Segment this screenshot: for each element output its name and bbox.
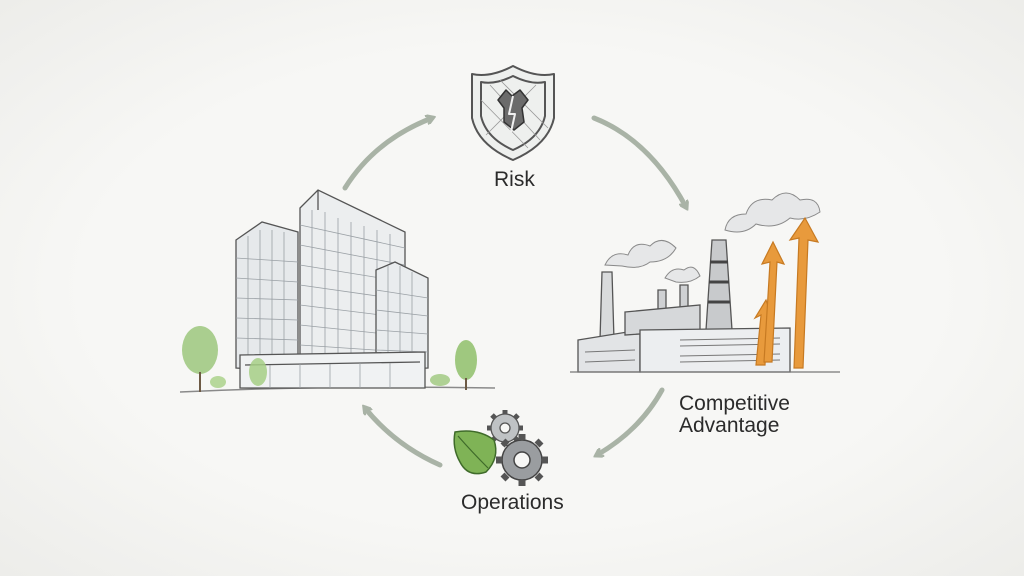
arrow-building-to-risk [342, 118, 432, 191]
competitive-advantage-line2: Advantage [679, 414, 780, 437]
arrow-operations-to-building [365, 408, 443, 468]
arrow-risk-to-factory [591, 115, 686, 207]
leaf-icon [453, 430, 497, 475]
risk-label: Risk [494, 168, 535, 191]
office-building-icon [179, 189, 496, 393]
operations-label: Operations [461, 491, 564, 514]
shield-icon [471, 65, 555, 161]
cycle-arrows [342, 115, 686, 468]
arrow-factory-to-operations [597, 387, 665, 455]
leaf-and-gears-icon [453, 410, 548, 486]
factory-with-rising-arrows-icon [570, 192, 840, 373]
competitive-advantage-label: Competitive Advantage [679, 393, 790, 437]
competitive-advantage-line1: Competitive [679, 392, 790, 415]
large-gear-icon [496, 434, 548, 486]
trees [182, 326, 477, 392]
